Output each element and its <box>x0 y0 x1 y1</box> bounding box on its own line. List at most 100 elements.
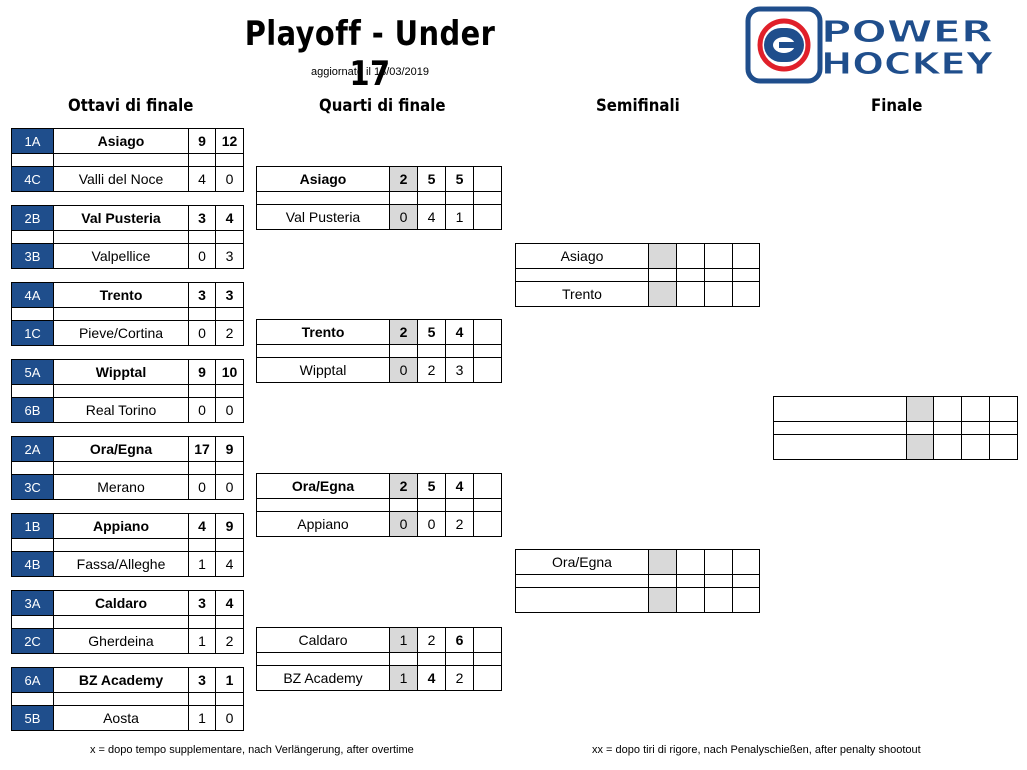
game-score: 9 <box>215 436 244 462</box>
match-gap <box>188 153 216 167</box>
game-score <box>704 281 733 307</box>
game-score: 4 <box>188 166 216 192</box>
game-score <box>473 204 502 230</box>
series-wins <box>906 434 934 460</box>
match-gap <box>11 384 54 398</box>
seed-badge: 1A <box>11 128 54 154</box>
seed-badge: 3A <box>11 590 54 616</box>
page-title: Playoff - Under 17 <box>244 14 496 94</box>
game-score: 3 <box>188 205 216 231</box>
team-name: Ora/Egna <box>53 436 189 462</box>
game-score: 4 <box>215 551 244 577</box>
match-gap <box>417 344 446 358</box>
game-score <box>732 281 760 307</box>
seed-badge: 4B <box>11 551 54 577</box>
game-score: 9 <box>188 359 216 385</box>
match-gap <box>53 692 189 706</box>
match-gap <box>53 153 189 167</box>
game-score <box>989 396 1018 422</box>
seed-badge: 3B <box>11 243 54 269</box>
team-name: Trento <box>256 319 390 345</box>
game-score <box>473 357 502 383</box>
team-name: Gherdeina <box>53 628 189 654</box>
match-gap <box>417 652 446 666</box>
seed-badge: 5B <box>11 705 54 731</box>
team-name: Valpellice <box>53 243 189 269</box>
match-gap <box>11 538 54 552</box>
game-score <box>933 396 962 422</box>
match-gap <box>215 307 244 321</box>
series-wins <box>648 549 677 575</box>
game-score <box>732 549 760 575</box>
game-score: 3 <box>188 667 216 693</box>
team-name: BZ Academy <box>256 665 390 691</box>
series-wins <box>648 587 677 613</box>
match-gap <box>11 692 54 706</box>
game-score <box>704 549 733 575</box>
team-name: Wipptal <box>256 357 390 383</box>
game-score <box>676 587 705 613</box>
game-score: 2 <box>417 627 446 653</box>
team-name: Merano <box>53 474 189 500</box>
team-name: Pieve/Cortina <box>53 320 189 346</box>
footnote-shootout: xx = dopo tiri di rigore, nach Penalysch… <box>592 744 921 756</box>
game-score: 0 <box>215 397 244 423</box>
team-name: Trento <box>515 281 649 307</box>
game-score: 1 <box>188 551 216 577</box>
team-name: Wipptal <box>53 359 189 385</box>
match-gap <box>473 191 502 205</box>
match-gap <box>676 574 705 588</box>
team-name: Appiano <box>53 513 189 539</box>
series-wins: 2 <box>389 319 418 345</box>
match-gap <box>704 574 733 588</box>
seed-badge: 6B <box>11 397 54 423</box>
column-head-final: Finale <box>871 96 923 116</box>
match-gap <box>256 652 390 666</box>
game-score <box>676 243 705 269</box>
game-score: 6 <box>445 627 474 653</box>
seed-badge: 1B <box>11 513 54 539</box>
game-score: 1 <box>445 204 474 230</box>
game-score: 0 <box>215 166 244 192</box>
match-gap <box>445 344 474 358</box>
game-score: 4 <box>188 513 216 539</box>
team-name <box>773 434 907 460</box>
game-score: 0 <box>188 320 216 346</box>
series-wins: 0 <box>389 511 418 537</box>
match-gap <box>215 461 244 475</box>
match-gap <box>11 307 54 321</box>
series-wins <box>648 281 677 307</box>
match-gap <box>445 191 474 205</box>
team-name: Fassa/Alleghe <box>53 551 189 577</box>
match-gap <box>676 268 705 282</box>
game-score: 3 <box>445 357 474 383</box>
team-name: Asiago <box>515 243 649 269</box>
match-gap <box>648 268 677 282</box>
match-gap <box>961 421 990 435</box>
game-score: 2 <box>445 511 474 537</box>
team-name: Asiago <box>53 128 189 154</box>
match-gap <box>188 307 216 321</box>
match-gap <box>773 421 907 435</box>
match-gap <box>188 538 216 552</box>
match-gap <box>515 574 649 588</box>
team-name: Caldaro <box>53 590 189 616</box>
game-score <box>473 166 502 192</box>
match-gap <box>732 268 760 282</box>
seed-badge: 2B <box>11 205 54 231</box>
series-wins <box>906 396 934 422</box>
match-gap <box>11 153 54 167</box>
series-wins: 2 <box>389 166 418 192</box>
game-score: 3 <box>188 590 216 616</box>
footnote-overtime: x = dopo tempo supplementare, nach Verlä… <box>90 744 414 756</box>
game-score: 5 <box>417 319 446 345</box>
team-name: Appiano <box>256 511 390 537</box>
game-score <box>676 281 705 307</box>
game-score: 4 <box>215 205 244 231</box>
match-gap <box>256 191 390 205</box>
column-head-quarter: Quarti di finale <box>319 96 446 116</box>
match-gap <box>648 574 677 588</box>
team-name <box>515 587 649 613</box>
game-score: 2 <box>445 665 474 691</box>
match-gap <box>11 230 54 244</box>
